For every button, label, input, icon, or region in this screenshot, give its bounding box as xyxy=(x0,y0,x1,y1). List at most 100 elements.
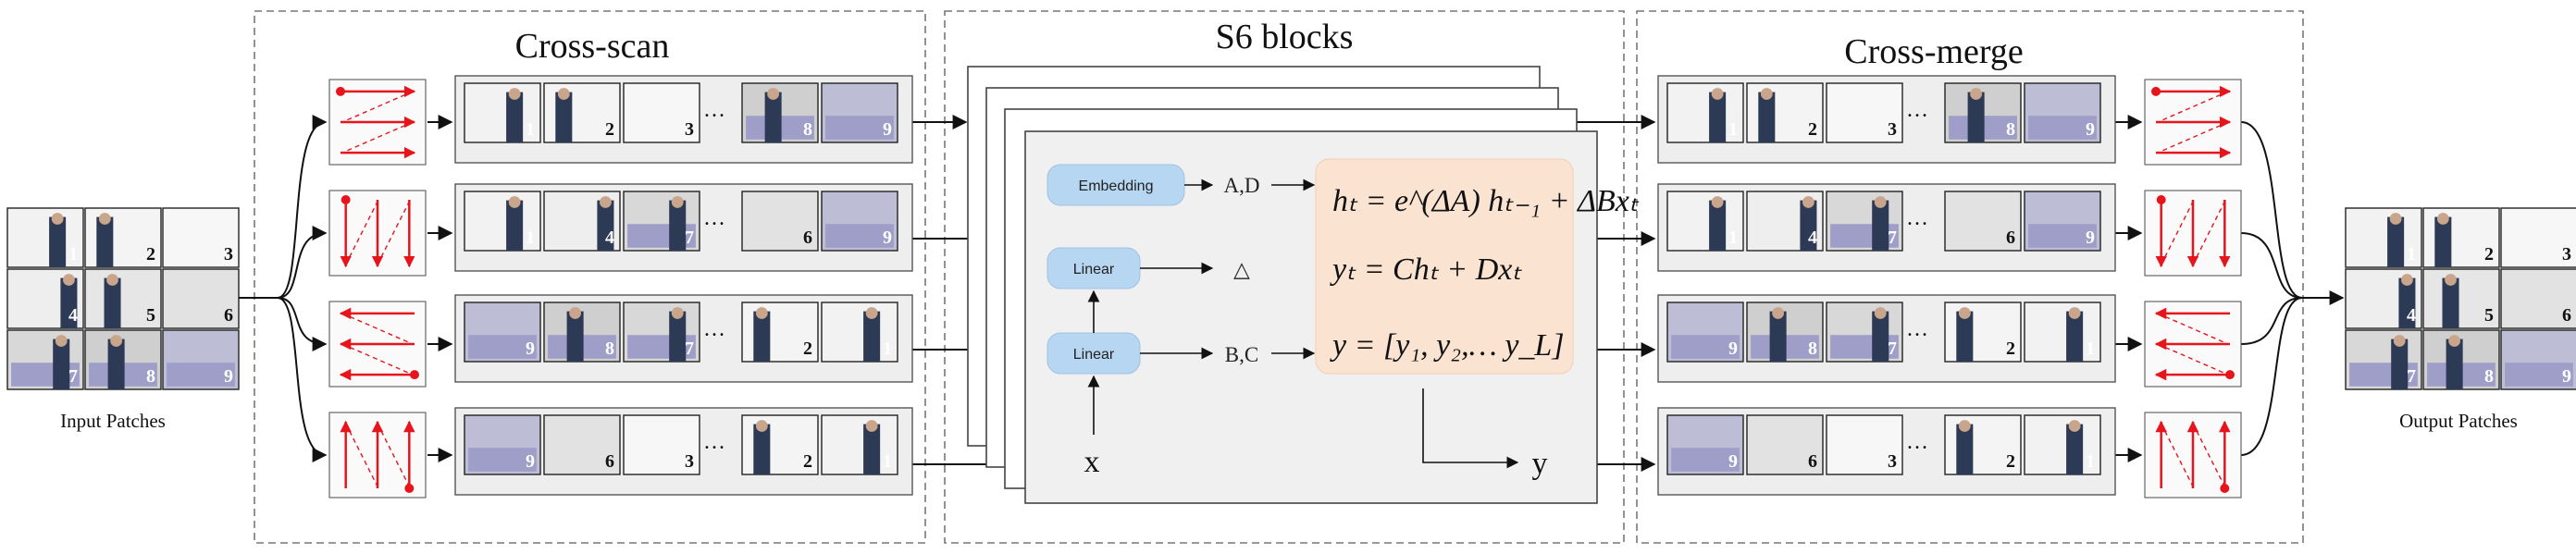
sequence-patch: 9 xyxy=(821,82,898,143)
sequence-patch: 7 xyxy=(623,302,700,363)
sequence-patch: 1 xyxy=(2024,414,2101,475)
sequence-patch: 1 xyxy=(821,414,898,475)
patch-number: 4 xyxy=(605,228,614,248)
output-equation: yₜ = Chₜ + Dxₜ xyxy=(1330,252,1522,287)
patch-number: 4 xyxy=(2407,305,2416,326)
sequence-patch: 3 xyxy=(1826,82,1903,143)
patch-number: 2 xyxy=(2006,451,2015,472)
grid-patch: 5 xyxy=(84,268,162,329)
patch-number: 2 xyxy=(605,119,614,140)
patch-number: 1 xyxy=(2086,451,2095,472)
patch-number: 6 xyxy=(803,228,812,248)
sequence-patch: 7 xyxy=(1826,302,1903,363)
grid-patch: 9 xyxy=(162,329,240,390)
patch-number: 1 xyxy=(2407,244,2416,265)
grid-patch: 4 xyxy=(6,268,84,329)
state-equation: hₜ = e^(ΔA) hₜ₋₁ + ΔBxₜ xyxy=(1332,184,1640,218)
patch-number: 7 xyxy=(68,366,78,387)
patch-number: 8 xyxy=(803,119,812,140)
output-caption: Output Patches xyxy=(2399,410,2518,432)
patch-number: 1 xyxy=(883,339,892,359)
bc-label: B,C xyxy=(1225,343,1258,366)
patch-number: 8 xyxy=(605,339,614,359)
sequence-patch: 1 xyxy=(821,302,898,363)
grid-patch: 3 xyxy=(162,207,240,268)
ellipsis: … xyxy=(703,98,725,122)
patch-number: 1 xyxy=(1728,119,1738,140)
ellipsis: … xyxy=(1906,98,1928,122)
scan-direction-icon xyxy=(2144,412,2242,499)
sequence-row: 9 8 7 … 2 1 xyxy=(454,294,913,383)
cross-merge-title: Cross-merge xyxy=(1844,32,2024,71)
patch-number: 1 xyxy=(883,451,892,472)
grid-patch: 7 xyxy=(6,329,84,390)
scan-direction-icon xyxy=(328,412,427,499)
patch-number: 8 xyxy=(146,366,155,387)
ad-label: A,D xyxy=(1224,174,1260,197)
grid-patch: 4 xyxy=(2345,268,2422,329)
sequence-patch: 3 xyxy=(623,82,700,143)
scan-direction-icon xyxy=(328,190,427,277)
sequence-patch: 1 xyxy=(464,82,541,143)
patch-number: 7 xyxy=(685,339,694,359)
sequence-patch: 6 xyxy=(1746,414,1824,475)
ellipsis: … xyxy=(1906,206,1928,230)
sequence-patch: 8 xyxy=(741,82,819,143)
patch-number: 9 xyxy=(526,451,535,472)
grid-patch: 2 xyxy=(84,207,162,268)
grid-patch: 3 xyxy=(2500,207,2576,268)
sequence-patch: 6 xyxy=(543,414,621,475)
sequence-patch: 7 xyxy=(623,191,700,252)
sequence-patch: 8 xyxy=(1944,82,2022,143)
sequence-patch: 4 xyxy=(1746,191,1824,252)
grid-patch: 2 xyxy=(2422,207,2500,268)
patch-number: 2 xyxy=(803,339,812,359)
patch-number: 3 xyxy=(1888,119,1897,140)
sequence-patch: 9 xyxy=(464,302,541,363)
sequence-patch: 2 xyxy=(543,82,621,143)
grid-patch: 6 xyxy=(162,268,240,329)
patch-number: 2 xyxy=(2484,244,2494,265)
patch-number: 4 xyxy=(1808,228,1817,248)
sequence-equation: y = [y₁, y₂,… y_L] xyxy=(1330,328,1565,363)
patch-number: 8 xyxy=(1808,339,1817,359)
patch-number: 2 xyxy=(146,244,155,265)
patch-number: 5 xyxy=(146,305,155,326)
sequence-patch: 2 xyxy=(1944,302,2022,363)
grid-patch: 8 xyxy=(2422,329,2500,390)
sequence-patch: 6 xyxy=(1944,191,2022,252)
patch-number: 9 xyxy=(2562,366,2571,387)
sequence-patch: 9 xyxy=(1666,414,1744,475)
scan-direction-icon xyxy=(328,79,427,166)
s6-frame xyxy=(944,10,1625,544)
ellipsis: … xyxy=(703,317,725,341)
grid-patch: 6 xyxy=(2500,268,2576,329)
patch-number: 1 xyxy=(1728,228,1738,248)
patch-number: 9 xyxy=(526,339,535,359)
patch-number: 5 xyxy=(2484,305,2494,326)
patch-number: 2 xyxy=(803,451,812,472)
patch-number: 1 xyxy=(526,228,535,248)
patch-number: 4 xyxy=(68,305,78,326)
scan-direction-icon xyxy=(2144,301,2242,388)
grid-patch: 1 xyxy=(2345,207,2422,268)
patch-number: 3 xyxy=(685,119,694,140)
sequence-patch: 9 xyxy=(464,414,541,475)
patch-number: 7 xyxy=(1888,339,1897,359)
scan-direction-icon xyxy=(2144,79,2242,166)
ellipsis: … xyxy=(1906,430,1928,454)
patch-number: 9 xyxy=(1728,451,1738,472)
patch-number: 8 xyxy=(2484,366,2494,387)
patch-number: 6 xyxy=(1808,451,1817,472)
sequence-patch: 4 xyxy=(543,191,621,252)
embedding-label: Embedding xyxy=(1079,179,1154,194)
